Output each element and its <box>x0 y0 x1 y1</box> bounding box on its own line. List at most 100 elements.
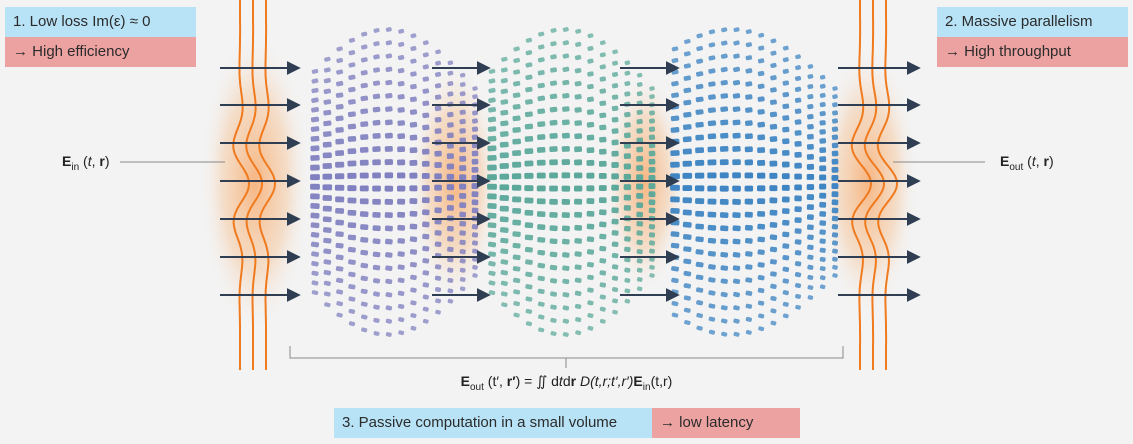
meta-atom <box>611 105 619 112</box>
meta-atom <box>512 161 522 168</box>
meta-atom <box>757 83 765 89</box>
meta-atom <box>562 278 570 285</box>
meta-atom <box>422 88 430 94</box>
meta-atom <box>348 321 356 327</box>
meta-atom <box>708 303 716 309</box>
meta-atom <box>648 126 656 132</box>
meta-atom <box>758 32 765 38</box>
meta-atom <box>831 240 839 246</box>
meta-atom <box>471 150 479 157</box>
meta-atom <box>487 232 497 238</box>
meta-atom <box>648 191 656 198</box>
meta-atom <box>684 39 691 44</box>
meta-atom <box>360 44 368 50</box>
meta-atom <box>770 283 777 289</box>
meta-atom <box>707 198 717 205</box>
meta-atom <box>562 318 570 324</box>
output-wave-line <box>863 0 886 370</box>
meta-atom <box>574 211 583 218</box>
meta-atom <box>611 184 619 191</box>
meta-atom <box>831 232 839 238</box>
meta-atom <box>512 127 521 133</box>
meta-atom <box>488 290 496 296</box>
meta-atom <box>422 64 429 70</box>
panel-1 <box>310 27 479 337</box>
meta-atom <box>561 225 570 232</box>
meta-atom <box>782 313 789 319</box>
meta-atom <box>744 185 754 192</box>
meta-atom <box>819 266 826 272</box>
meta-atom <box>347 111 356 118</box>
meta-atom <box>831 191 839 198</box>
meta-atom <box>586 172 595 179</box>
meta-atom <box>586 249 595 255</box>
meta-atom <box>598 172 607 179</box>
meta-atom <box>794 239 802 245</box>
meta-atom <box>683 246 692 252</box>
meta-atom <box>348 296 356 302</box>
meta-atom <box>807 113 814 120</box>
meta-atom <box>671 80 679 87</box>
meta-atom <box>562 27 569 32</box>
meta-atom <box>819 138 827 144</box>
meta-atom <box>636 82 643 87</box>
meta-atom <box>757 109 765 115</box>
meta-atom <box>322 152 332 159</box>
meta-atom <box>623 184 632 191</box>
meta-atom <box>435 49 441 55</box>
meta-atom <box>459 128 466 134</box>
meta-atom <box>310 145 320 152</box>
meta-atom <box>488 270 496 276</box>
meta-atom <box>525 37 533 43</box>
meta-atom <box>549 278 558 284</box>
meta-atom <box>537 121 546 128</box>
meta-atom <box>745 29 752 35</box>
meta-atom <box>360 301 368 307</box>
meta-atom <box>512 138 521 145</box>
meta-atom <box>323 291 331 297</box>
meta-atom <box>447 246 454 253</box>
meta-atom <box>384 159 394 166</box>
meta-atom <box>549 93 558 100</box>
meta-atom <box>360 70 368 76</box>
meta-atom <box>459 248 466 255</box>
meta-atom <box>372 106 381 113</box>
meta-atom <box>587 300 594 306</box>
meta-atom <box>385 332 392 337</box>
high-throughput-box: → High throughput <box>937 37 1128 67</box>
meta-atom <box>471 240 479 246</box>
meta-atom <box>624 257 631 263</box>
meta-atom <box>819 275 826 281</box>
meta-atom <box>671 300 679 307</box>
meta-atom <box>733 27 740 33</box>
meta-atom <box>360 288 368 295</box>
meta-atom <box>782 254 790 261</box>
meta-atom <box>574 264 582 270</box>
meta-atom <box>636 128 643 134</box>
meta-atom <box>670 219 680 226</box>
meta-atom <box>347 246 356 253</box>
meta-atom <box>720 66 728 73</box>
meta-atom <box>575 28 582 34</box>
meta-atom <box>499 227 509 233</box>
meta-atom <box>397 133 406 140</box>
meta-atom <box>695 210 705 217</box>
meta-atom <box>708 68 716 74</box>
meta-atom <box>624 60 631 66</box>
meta-atom <box>335 150 345 157</box>
meta-atom <box>500 67 508 73</box>
meta-atom <box>536 185 546 192</box>
meta-atom <box>459 82 466 87</box>
meta-atom <box>611 196 619 202</box>
meta-atom <box>487 212 497 219</box>
meta-atom <box>513 57 521 64</box>
meta-atom <box>459 258 466 264</box>
meta-atom <box>683 75 692 81</box>
meta-atom <box>561 159 571 166</box>
meta-atom <box>348 284 356 290</box>
meta-atom <box>384 212 393 219</box>
meta-atom <box>732 119 741 126</box>
meta-atom <box>525 271 533 278</box>
meta-atom <box>695 134 704 141</box>
meta-atom <box>636 192 644 199</box>
